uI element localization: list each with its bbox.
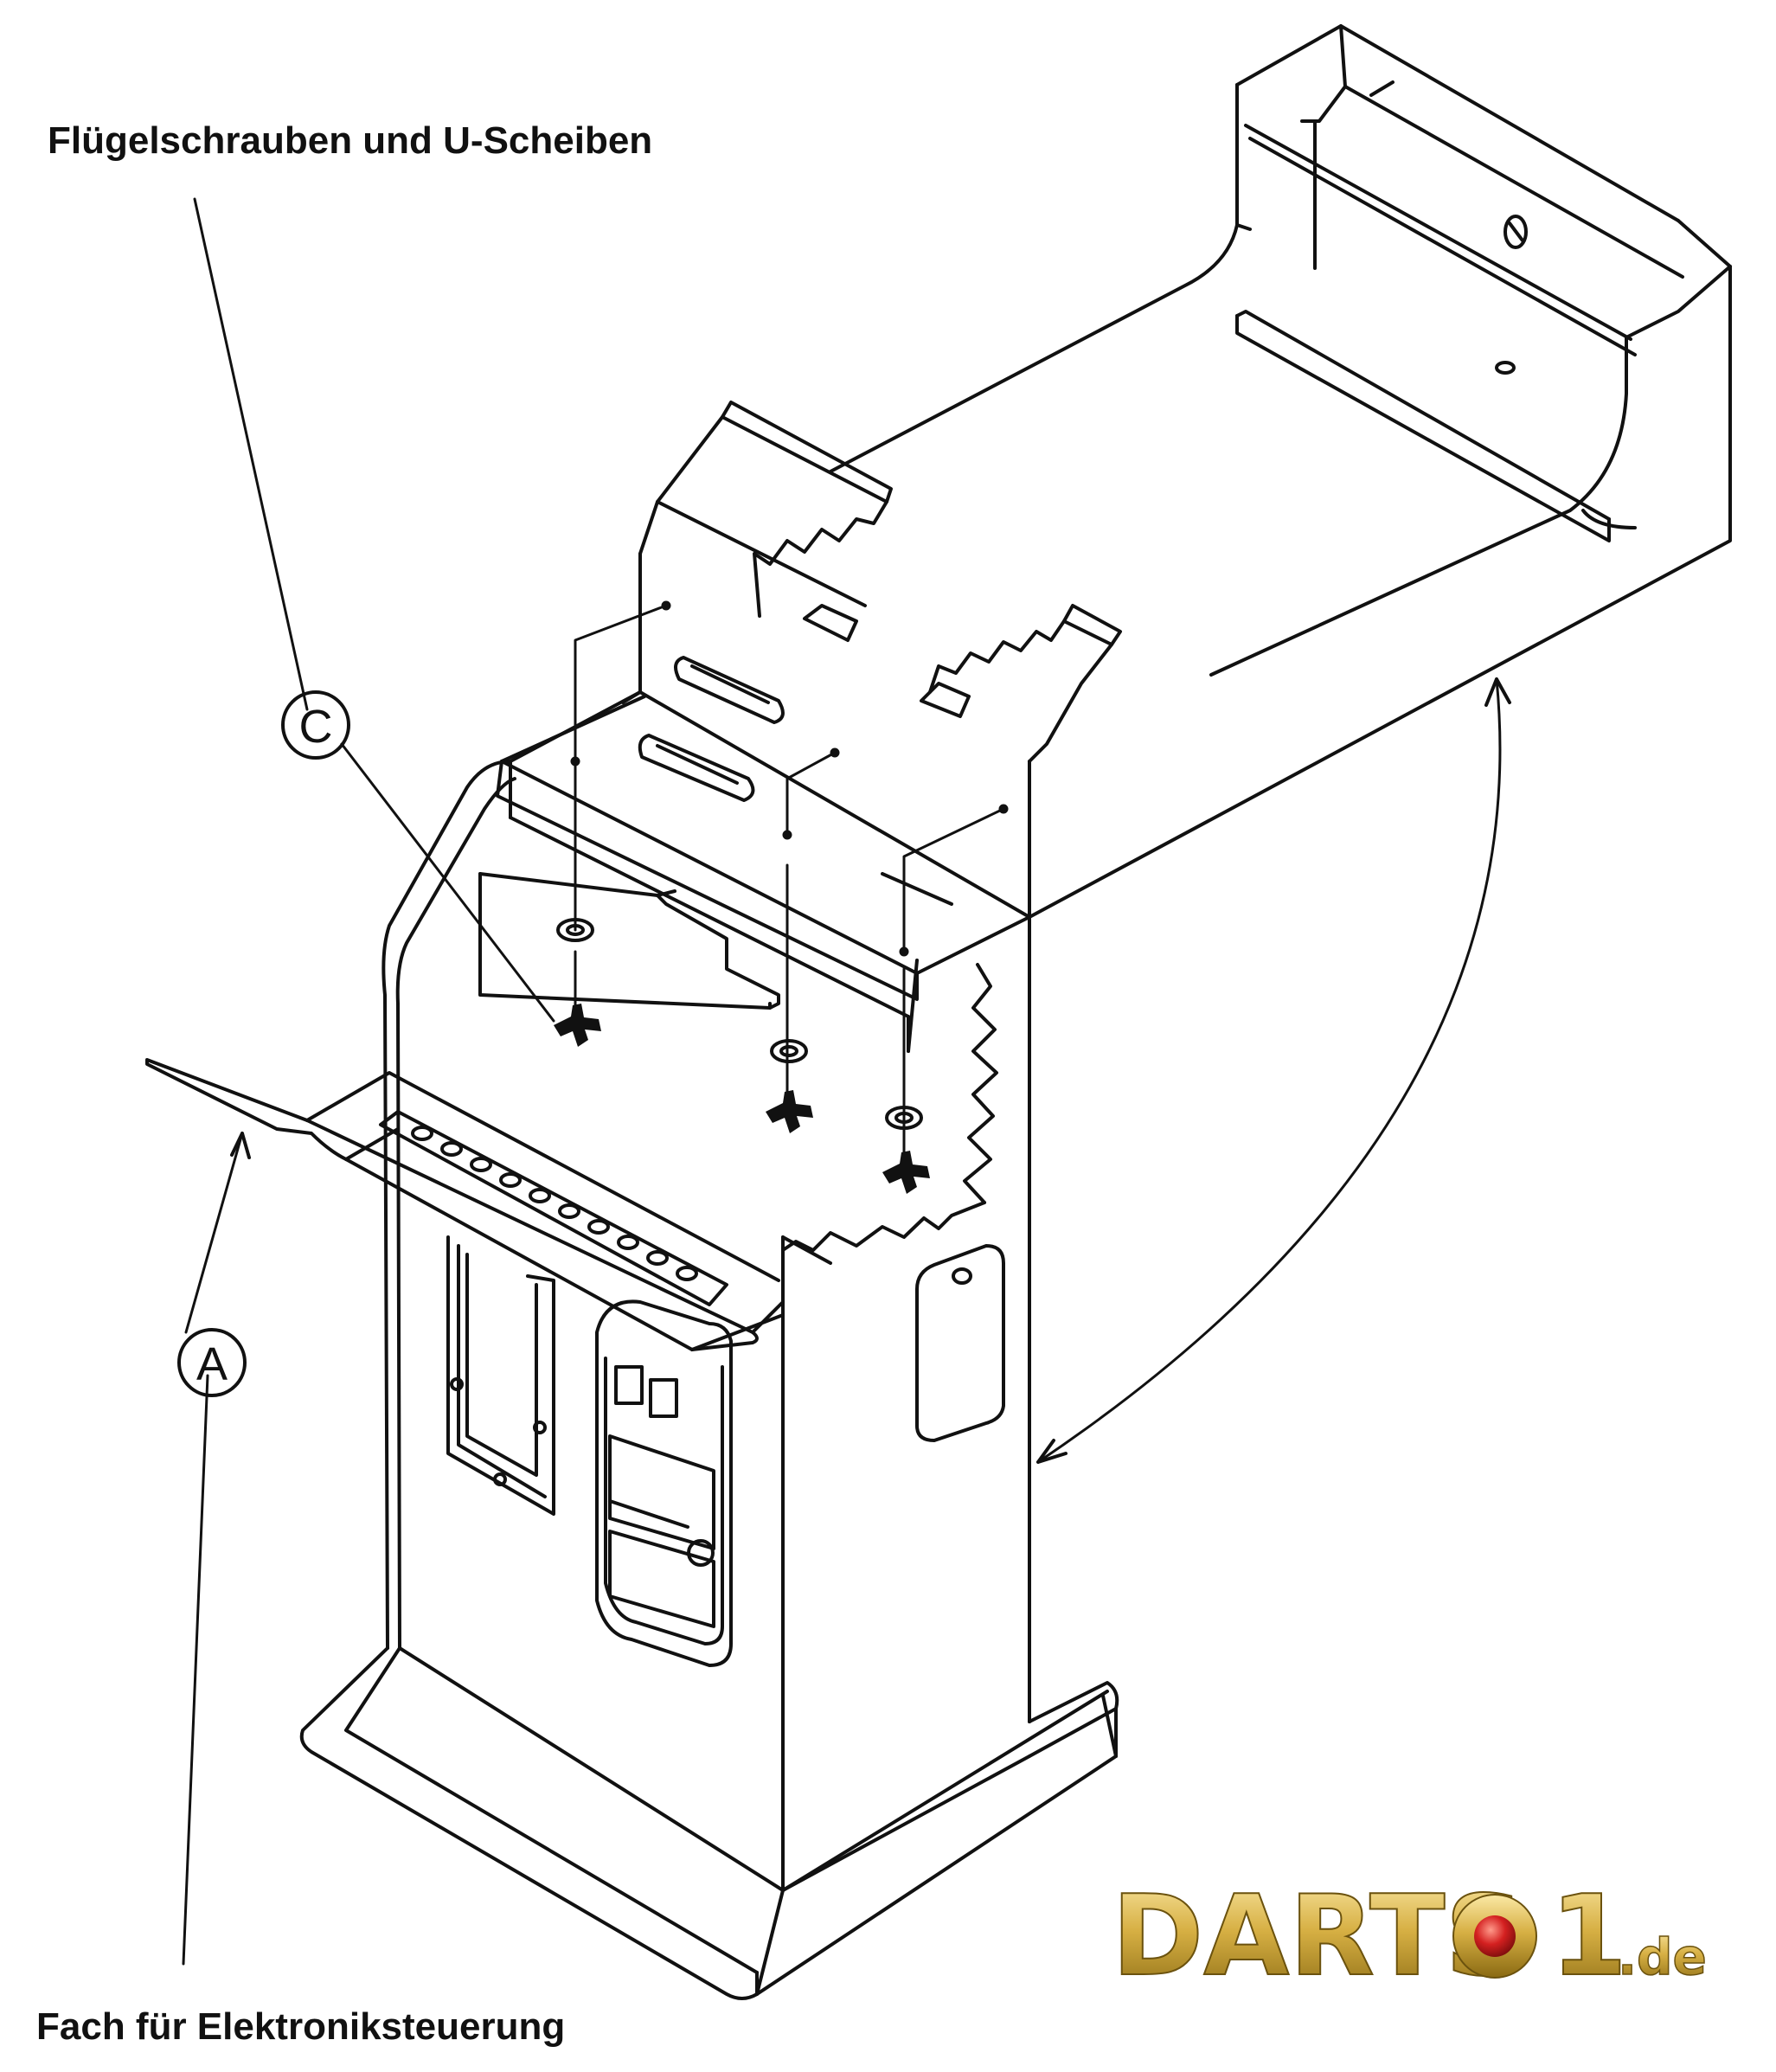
wing-screw-icon	[554, 1004, 601, 1047]
coin-mechanism-panel	[595, 1299, 733, 1667]
wing-screw-icon	[766, 1090, 813, 1133]
cabinet-lower-body	[381, 760, 1031, 1892]
callout-c-label: C	[299, 701, 333, 753]
flap-button	[676, 1266, 698, 1281]
flap-button	[558, 1203, 580, 1219]
swing-arc-arrow	[1036, 677, 1511, 1464]
electronics-compartment-label: Fach für Elektroniksteuerung	[36, 2005, 566, 2048]
flap-button	[529, 1188, 551, 1203]
wing-screw-icon	[882, 1151, 930, 1194]
wing-screws-label: Flügelschrauben und U-Scheiben	[48, 119, 653, 162]
flap-button	[470, 1157, 492, 1172]
washer	[885, 1106, 923, 1130]
flap-button	[646, 1250, 669, 1266]
flap-button	[587, 1219, 610, 1235]
interior-bracket	[478, 872, 780, 1010]
washer	[770, 1039, 808, 1063]
leader-lines	[182, 197, 555, 1966]
cabinet-front-door	[446, 1235, 555, 1516]
flap-button	[411, 1126, 433, 1141]
flap-button	[499, 1172, 522, 1188]
cabinet-upper-box	[496, 552, 1031, 1053]
cabinet-top-housing	[829, 24, 1732, 919]
cabinet-upper-right-panel	[803, 604, 1122, 763]
callout-a-label: A	[196, 1338, 228, 1390]
logo-number-one: 1	[1550, 1872, 1627, 2001]
callout-c-circle	[281, 690, 350, 760]
flap-button	[617, 1235, 639, 1250]
bolt-guide-lines	[570, 600, 1009, 1161]
button-strip	[379, 1110, 728, 1306]
cabinet-upper-left-panel	[638, 401, 953, 906]
washer	[556, 918, 594, 942]
flap-button	[440, 1141, 463, 1157]
cabinet-base	[299, 1646, 1119, 2000]
logo-suffix: .de	[1618, 1928, 1707, 1986]
callout-a-circle	[177, 1328, 247, 1397]
folding-front-flap	[145, 1058, 785, 1351]
flap-buttons	[411, 1126, 698, 1281]
darts01-logo: DARTS 01 1 .de	[1111, 1871, 1708, 2002]
